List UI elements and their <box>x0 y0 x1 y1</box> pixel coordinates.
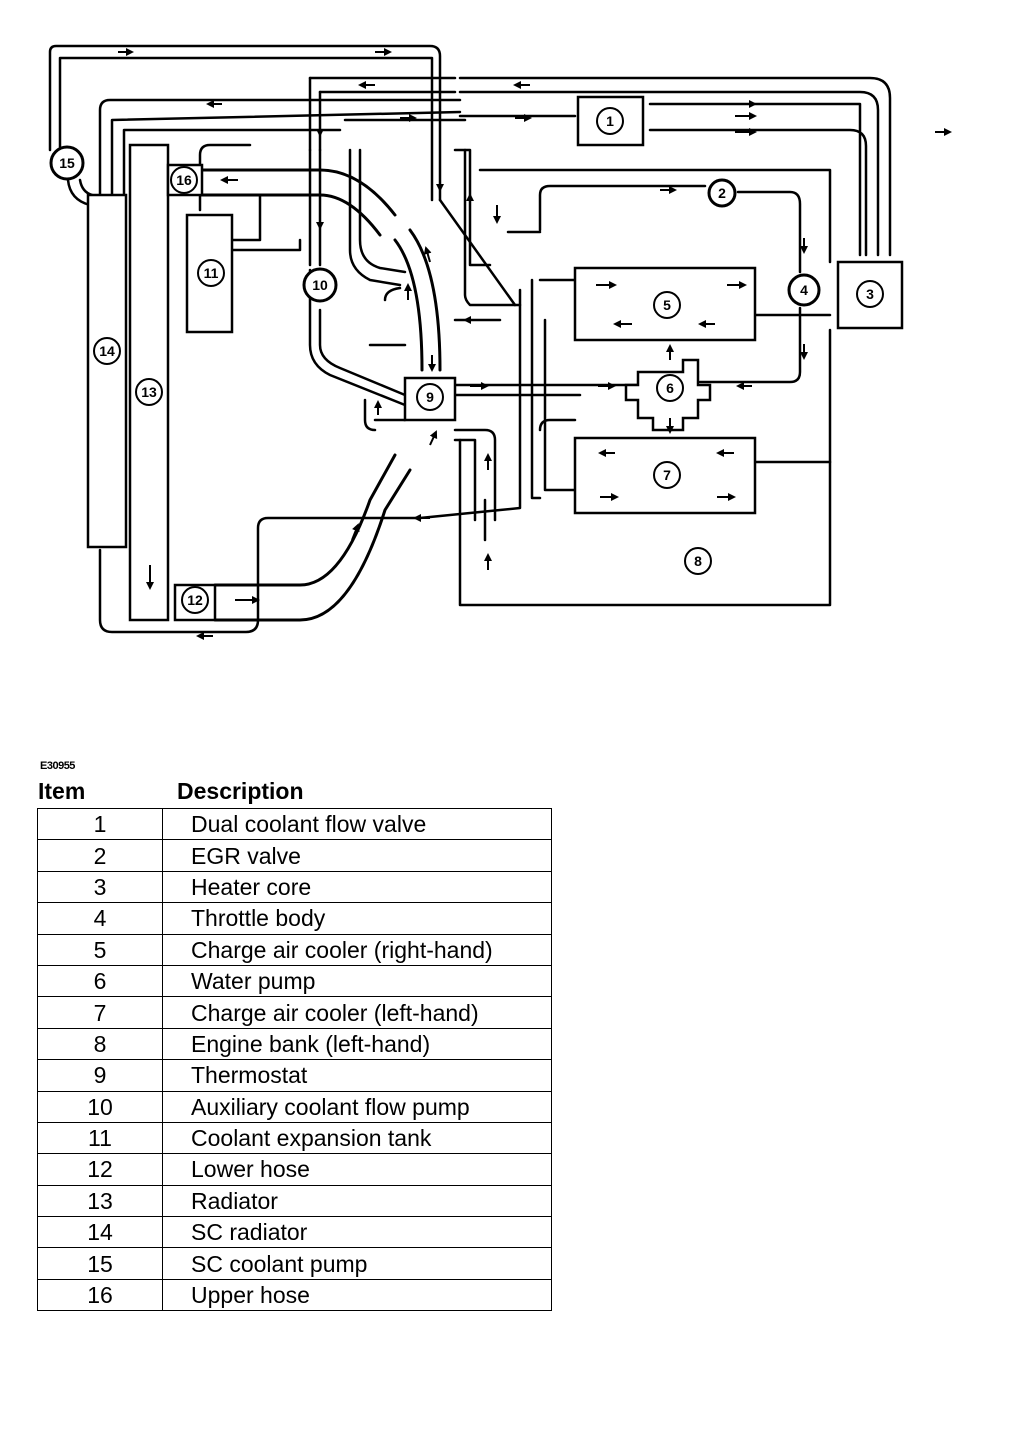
item-description: EGR valve <box>162 839 552 872</box>
coolant-circuit-diagram: 1 2 3 4 5 6 7 8 9 10 11 12 13 14 15 16 <box>48 44 952 640</box>
item-number: 2 <box>37 839 163 872</box>
svg-text:1: 1 <box>606 113 614 129</box>
item-number: 7 <box>37 996 163 1029</box>
callout-4: 4 <box>787 273 821 307</box>
item-number: 15 <box>37 1247 163 1280</box>
svg-text:16: 16 <box>176 172 192 188</box>
callout-1: 1 <box>596 107 624 135</box>
svg-text:14: 14 <box>99 343 115 359</box>
callout-3: 3 <box>856 280 884 308</box>
svg-text:6: 6 <box>666 380 674 396</box>
svg-text:12: 12 <box>187 592 203 608</box>
item-description: Water pump <box>162 964 552 998</box>
item-number: 14 <box>37 1216 163 1249</box>
callout-5: 5 <box>653 291 681 319</box>
item-description: Charge air cooler (right-hand) <box>162 933 552 966</box>
svg-text:7: 7 <box>663 467 671 483</box>
item-number: 4 <box>37 902 163 935</box>
svg-text:13: 13 <box>141 384 157 400</box>
item-number: 3 <box>37 870 163 904</box>
item-description: SC coolant pump <box>162 1247 552 1280</box>
svg-text:11: 11 <box>204 265 219 281</box>
item-description: Coolant expansion tank <box>162 1121 552 1155</box>
item-number: 1 <box>37 807 163 841</box>
item-description: Engine bank (left-hand) <box>162 1027 552 1061</box>
item-number: 16 <box>37 1278 163 1312</box>
svg-text:3: 3 <box>866 286 874 302</box>
svg-text:10: 10 <box>312 277 328 293</box>
item-number: 8 <box>37 1027 163 1061</box>
item-number: 5 <box>37 933 163 966</box>
callout-6: 6 <box>656 374 684 402</box>
callout-8: 8 <box>684 547 712 575</box>
svg-text:2: 2 <box>718 185 726 201</box>
callout-2: 2 <box>707 178 737 208</box>
item-description: Charge air cooler (left-hand) <box>162 996 552 1029</box>
svg-text:5: 5 <box>663 297 671 313</box>
svg-text:9: 9 <box>426 389 434 405</box>
svg-text:8: 8 <box>694 553 702 569</box>
callout-10: 10 <box>302 267 338 303</box>
callout-12: 12 <box>181 586 209 614</box>
item-description: Radiator <box>162 1184 552 1218</box>
item-number: 13 <box>37 1184 163 1218</box>
item-number: 12 <box>37 1153 163 1186</box>
callout-9: 9 <box>416 383 444 411</box>
item-number: 6 <box>37 964 163 998</box>
item-description: Upper hose <box>162 1278 552 1312</box>
item-description: Heater core <box>162 870 552 904</box>
item-description: Lower hose <box>162 1153 552 1186</box>
sc-radiator <box>86 193 128 549</box>
callout-11: 11 <box>197 259 225 287</box>
item-column-header: Item <box>38 778 86 804</box>
callout-16: 16 <box>170 166 198 194</box>
callout-7: 7 <box>653 461 681 489</box>
callout-14: 14 <box>93 337 121 365</box>
callout-15: 15 <box>49 145 85 181</box>
svg-text:15: 15 <box>59 155 75 171</box>
item-description: Auxiliary coolant flow pump <box>162 1090 552 1123</box>
item-number: 9 <box>37 1059 163 1092</box>
svg-text:4: 4 <box>800 282 808 298</box>
description-column-header: Description <box>177 778 304 804</box>
item-description: SC radiator <box>162 1216 552 1249</box>
item-number: 10 <box>37 1090 163 1123</box>
item-description: Thermostat <box>162 1059 552 1092</box>
item-description: Throttle body <box>162 902 552 935</box>
item-description: Dual coolant flow valve <box>162 807 552 841</box>
item-number: 11 <box>37 1121 163 1155</box>
callout-13: 13 <box>135 378 163 406</box>
figure-code: E30955 <box>40 760 75 772</box>
